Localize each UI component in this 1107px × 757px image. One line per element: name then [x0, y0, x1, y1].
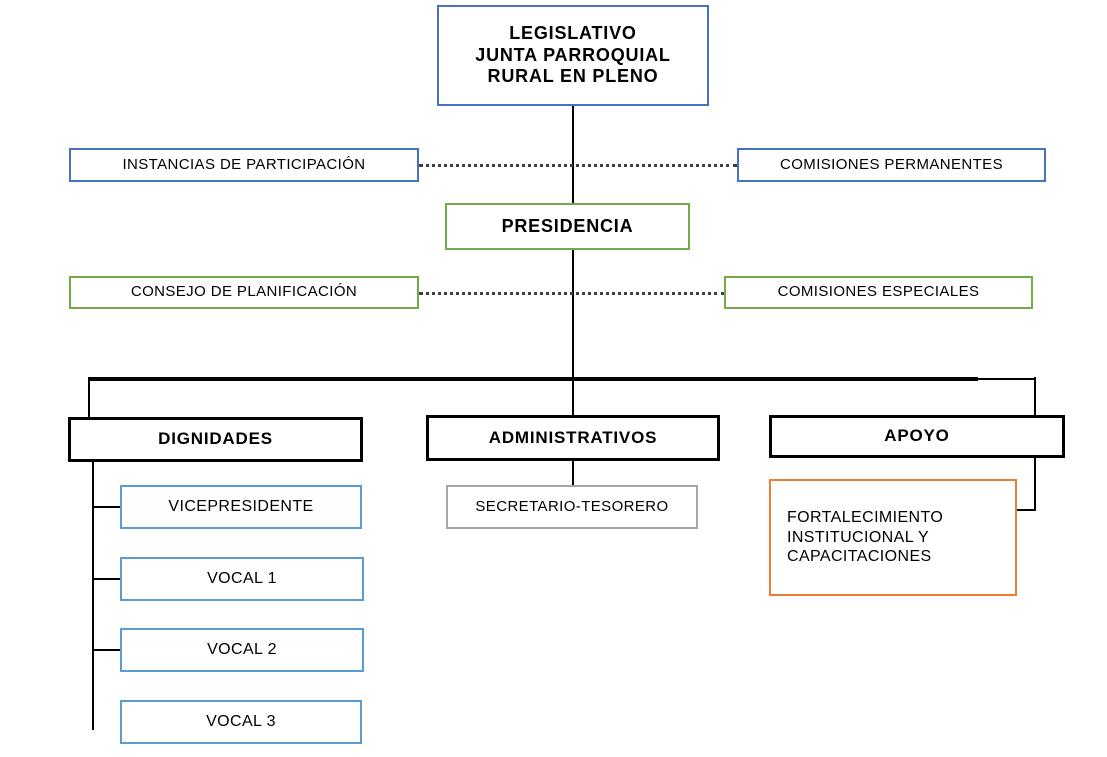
connector-distribution-bar [88, 377, 978, 381]
node-vocal-2[interactable]: VOCAL 2 [120, 628, 364, 672]
connector-dignidades-to-vicepresidente [92, 506, 120, 508]
node-comisiones-permanentes-label: COMISIONES PERMANENTES [780, 155, 1003, 173]
node-secretario-tesorero[interactable]: SECRETARIO-TESORERO [446, 485, 698, 529]
connector-bar-to-dignidades [88, 377, 90, 421]
node-secretario-tesorero-label: SECRETARIO-TESORERO [475, 497, 669, 515]
node-instancias-participacion-label: INSTANCIAS DE PARTICIPACIÓN [122, 155, 366, 173]
node-consejo-planificacion[interactable]: CONSEJO DE PLANIFICACIÓN [69, 276, 419, 309]
node-administrativos[interactable]: ADMINISTRATIVOS [426, 415, 720, 461]
node-vicepresidente-label: VICEPRESIDENTE [168, 498, 314, 516]
node-fortalecimiento-institucional[interactable]: FORTALECIMIENTO INSTITUCIONAL Y CAPACITA… [769, 479, 1017, 596]
node-instancias-participacion[interactable]: INSTANCIAS DE PARTICIPACIÓN [69, 148, 419, 182]
connector-bar-to-apoyo [1034, 377, 1036, 417]
node-apoyo[interactable]: APOYO [769, 415, 1065, 458]
connector-dignidades-to-vocal-1 [92, 578, 120, 580]
node-vicepresidente[interactable]: VICEPRESIDENTE [120, 485, 362, 529]
connector-presidencia-to-distribution-bar [572, 250, 574, 378]
node-vocal-1-label: VOCAL 1 [207, 570, 277, 588]
node-consejo-planificacion-label: CONSEJO DE PLANIFICACIÓN [130, 283, 358, 301]
node-dignidades-label: DIGNIDADES [158, 429, 273, 449]
node-presidencia-label: PRESIDENCIA [501, 215, 634, 236]
connector-dignidades-to-vocal-2 [92, 649, 120, 651]
node-dignidades[interactable]: DIGNIDADES [68, 417, 363, 462]
node-presidencia[interactable]: PRESIDENCIA [445, 203, 690, 250]
connector-dotted-planificacion-especiales [419, 292, 725, 295]
node-legislativo[interactable]: LEGISLATIVO JUNTA PARROQUIAL RURAL EN PL… [437, 5, 709, 106]
connector-administrativos-to-secretario [572, 461, 574, 485]
node-vocal-3-label: VOCAL 3 [206, 713, 276, 731]
connector-legislativo-to-presidencia [572, 106, 574, 203]
connector-apoyo-to-fortalecimiento-vertical [1034, 458, 1036, 511]
node-fortalecimiento-institucional-label: FORTALECIMIENTO INSTITUCIONAL Y CAPACITA… [787, 509, 944, 566]
node-vocal-3[interactable]: VOCAL 3 [120, 700, 362, 744]
connector-distribution-bar-extension [976, 378, 1036, 380]
connector-bar-to-administrativos [572, 377, 574, 417]
node-vocal-1[interactable]: VOCAL 1 [120, 557, 364, 601]
node-comisiones-permanentes[interactable]: COMISIONES PERMANENTES [737, 148, 1046, 182]
node-apoyo-label: APOYO [884, 426, 950, 446]
connector-apoyo-to-fortalecimiento-stub [1016, 509, 1036, 511]
node-vocal-2-label: VOCAL 2 [207, 641, 277, 659]
node-legislativo-label: LEGISLATIVO JUNTA PARROQUIAL RURAL EN PL… [475, 22, 671, 87]
node-comisiones-especiales[interactable]: COMISIONES ESPECIALES [724, 276, 1033, 309]
node-comisiones-especiales-label: COMISIONES ESPECIALES [777, 283, 980, 301]
connector-dotted-participacion-permanentes [419, 164, 737, 167]
connector-dignidades-trunk [92, 462, 94, 730]
node-administrativos-label: ADMINISTRATIVOS [488, 427, 658, 447]
